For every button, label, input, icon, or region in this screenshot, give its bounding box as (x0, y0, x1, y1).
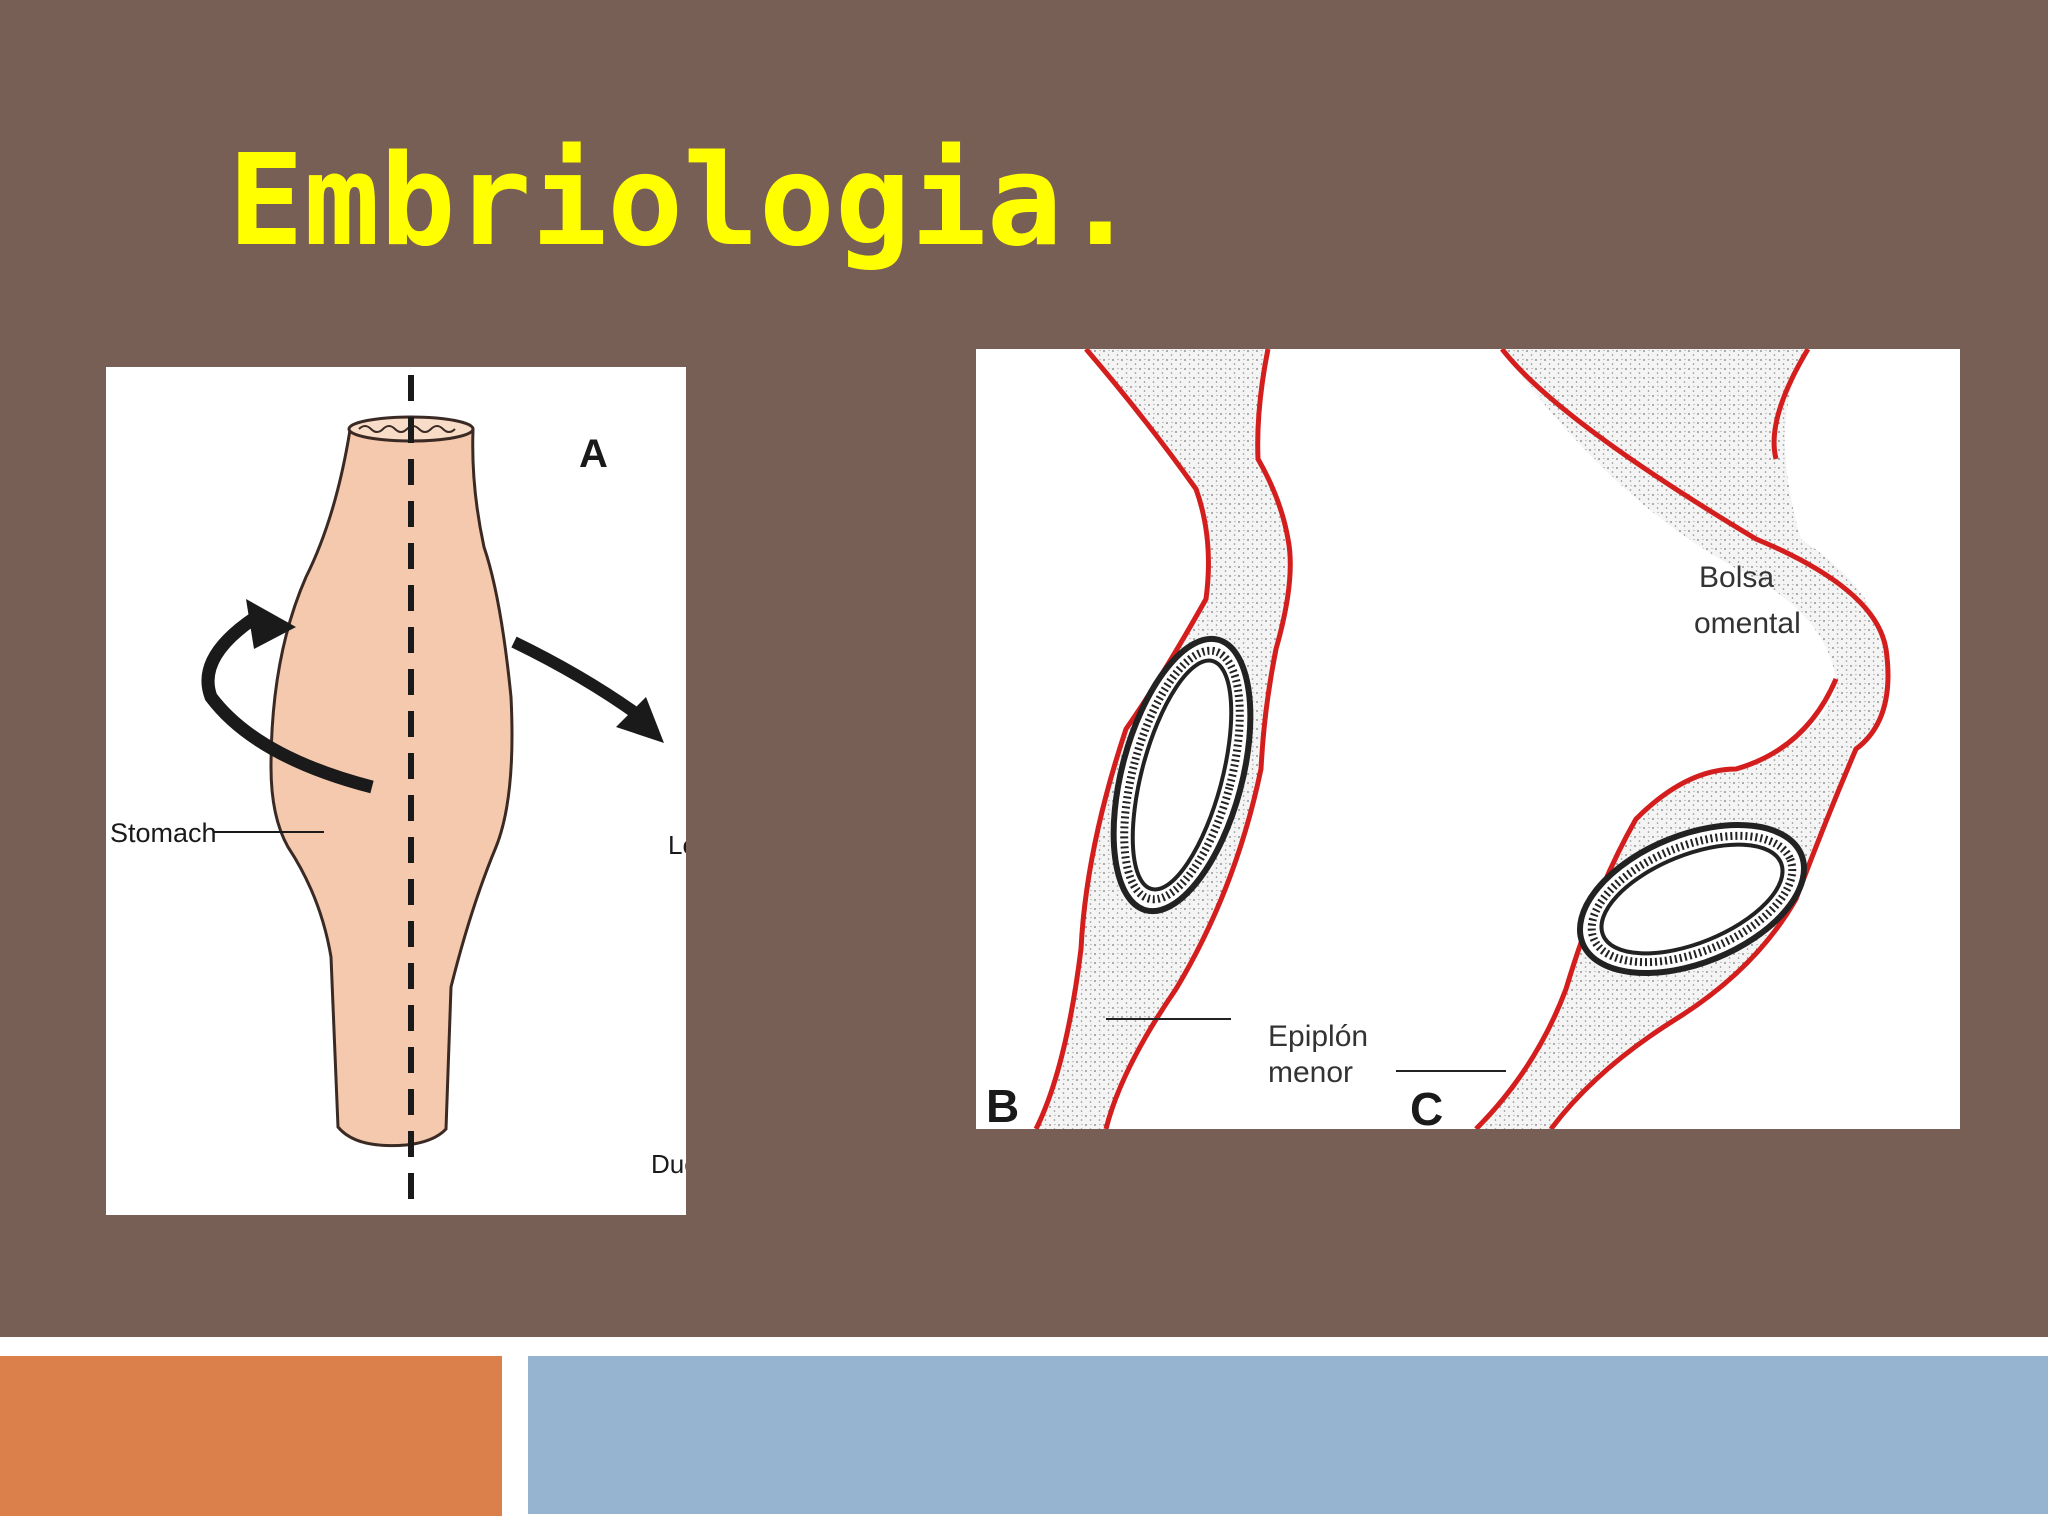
panel-b-letter: B (986, 1080, 1019, 1129)
panel-c-serosa-top (1771, 349, 1811, 460)
stomach-rotation-drawing: A Stomach Le Duc (110, 375, 686, 1202)
right-arrowhead (616, 697, 664, 743)
right-rotation-arrow (511, 636, 645, 722)
panel-b-mucosa (1120, 646, 1244, 904)
panel-c-serosa-inner (1474, 678, 1839, 1129)
panel-a-letter: A (579, 432, 608, 476)
panel-c-serosa-outer (1500, 349, 1891, 1129)
footer-accent-orange (0, 1356, 502, 1516)
omentum-label-line1: Epiplón (1268, 1020, 1368, 1053)
cropped-label-bottom: Duc (651, 1149, 686, 1179)
footer-accent-blue (528, 1356, 2048, 1514)
mucosa-folds (358, 425, 456, 433)
panel-c-letter: C (1410, 1083, 1443, 1129)
slide-title: Embriologia. (228, 127, 1139, 274)
omentum-cross-section-figure: Bolsa omental Epiplón menor B C (976, 349, 1960, 1129)
stomach-rotation-figure: A Stomach Le Duc (106, 367, 686, 1215)
stomach-label: Stomach (110, 818, 217, 848)
omentum-cross-section-drawing: Bolsa omental Epiplón menor B C (986, 349, 1891, 1129)
panel-c-lumen (1599, 842, 1785, 956)
bursa-label-line2: omental (1694, 607, 1801, 640)
panel-b-serosa-right (1103, 349, 1293, 1129)
left-arrowhead (246, 599, 296, 649)
cropped-label-right: Le (668, 830, 686, 860)
omentum-label-line2: menor (1268, 1056, 1353, 1089)
panel-b-lumen (1130, 658, 1234, 892)
bursa-label-line1: Bolsa (1699, 561, 1774, 594)
stomach-shape (269, 428, 514, 1148)
left-rotation-arrow (201, 611, 374, 794)
panel-c-mucosa (1587, 831, 1797, 967)
panel-c-mesentery (1476, 349, 1888, 1129)
